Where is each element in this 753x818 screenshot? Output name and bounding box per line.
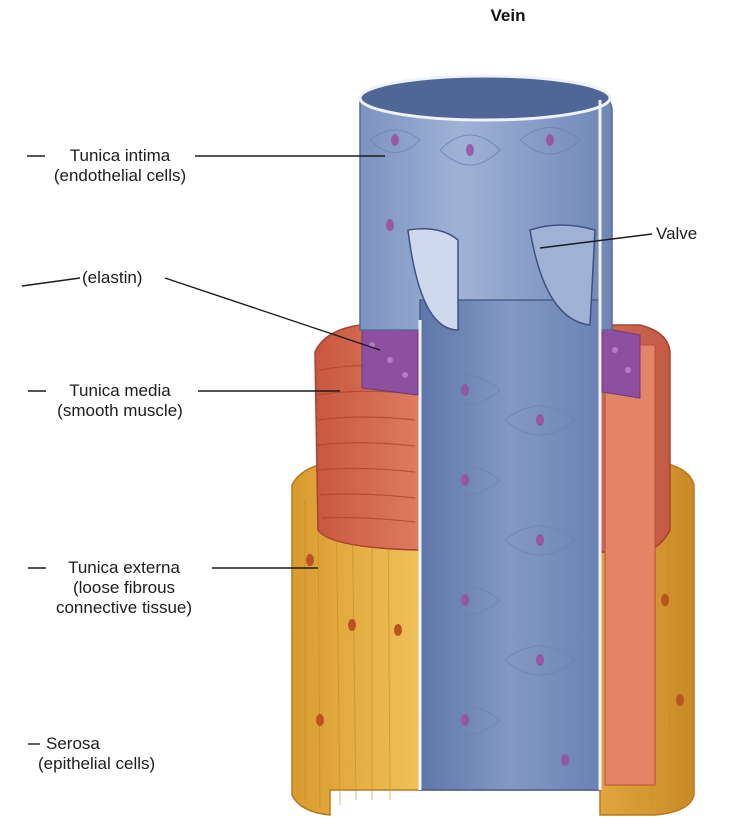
label-tunica-intima-line1: Tunica intima: [42, 146, 198, 166]
label-tunica-media-line2: (smooth muscle): [42, 401, 198, 421]
endothelial-nucleus: [561, 754, 569, 766]
label-serosa-line1: Serosa: [38, 734, 155, 754]
endothelial-nucleus: [536, 654, 544, 666]
externa-nucleus: [316, 714, 324, 726]
endothelial-nucleus: [391, 134, 399, 146]
diagram-title: Vein: [468, 6, 548, 26]
label-tunica-externa: Tunica externa (loose fibrous connective…: [34, 558, 214, 618]
label-tunica-media-line1: Tunica media: [42, 381, 198, 401]
label-tunica-externa-line2: (loose fibrous: [34, 578, 214, 598]
endothelial-nucleus: [461, 384, 469, 396]
label-elastin: (elastin): [82, 268, 142, 288]
externa-nucleus: [661, 594, 669, 606]
endothelial-nucleus: [386, 219, 394, 231]
label-tunica-intima: Tunica intima (endothelial cells): [42, 146, 198, 186]
externa-nucleus: [676, 694, 684, 706]
elastin-leader-left: [22, 278, 80, 286]
elastin-leader: [165, 278, 380, 350]
label-tunica-intima-line2: (endothelial cells): [42, 166, 198, 186]
endothelial-nucleus: [546, 134, 554, 146]
label-serosa-line2: (epithelial cells): [38, 754, 155, 774]
endothelial-nucleus: [461, 714, 469, 726]
label-tunica-externa-line3: connective tissue): [34, 598, 214, 618]
endothelial-nucleus: [466, 144, 474, 156]
endothelial-nucleus: [461, 594, 469, 606]
endothelial-nucleus: [536, 534, 544, 546]
externa-nucleus: [348, 619, 356, 631]
externa-nucleus: [394, 624, 402, 636]
label-serosa: Serosa (epithelial cells): [38, 734, 155, 774]
label-tunica-externa-line1: Tunica externa: [34, 558, 214, 578]
label-valve: Valve: [656, 224, 697, 244]
media-cross-section: [605, 345, 655, 785]
endothelial-nucleus: [536, 414, 544, 426]
endothelial-nucleus: [461, 474, 469, 486]
externa-nucleus: [306, 554, 314, 566]
label-tunica-media: Tunica media (smooth muscle): [42, 381, 198, 421]
